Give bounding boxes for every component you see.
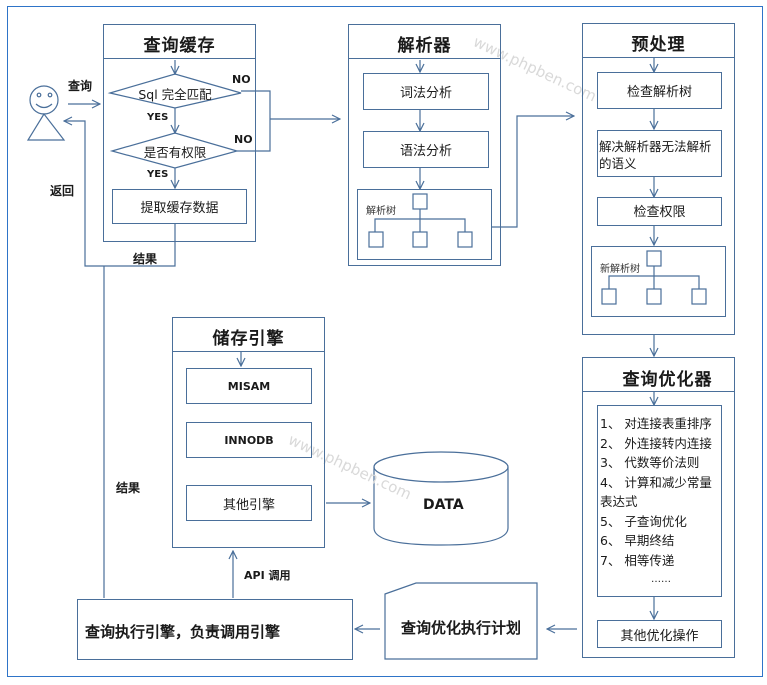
other-optimizations-step: 其他优化操作 bbox=[597, 620, 722, 648]
diagram-frame bbox=[7, 6, 763, 677]
yes-label-2: YES bbox=[147, 169, 169, 180]
executor-result-label: 结果 bbox=[116, 481, 141, 495]
user-actor-icon bbox=[26, 85, 66, 141]
resolve-semantics-label: 解决解析器无法解析的语义 bbox=[599, 139, 712, 171]
optimizer-item: 3、 代数等价法则 bbox=[600, 455, 700, 470]
optimizer-item: 1、 对连接表重排序 bbox=[600, 416, 712, 431]
return-label: 返回 bbox=[50, 184, 75, 198]
query-execution-engine-box bbox=[77, 599, 353, 660]
optimizer-item: …… bbox=[651, 574, 671, 585]
engine-other: 其他引擎 bbox=[186, 485, 312, 521]
storage-engine-header bbox=[172, 317, 325, 352]
execution-plan-label: 查询优化执行计划 bbox=[400, 618, 521, 637]
preprocessor-title: 预处理 bbox=[631, 35, 686, 55]
parser-title: 解析器 bbox=[397, 36, 452, 56]
lexical-analysis-step: 词法分析 bbox=[363, 73, 489, 110]
optimizer-list-box bbox=[597, 405, 722, 597]
optimizer-title: 查询优化器 bbox=[622, 370, 713, 390]
query-cache-title: 查询缓存 bbox=[143, 36, 216, 56]
optimizer-header bbox=[582, 357, 735, 392]
parse-tree-box bbox=[357, 189, 492, 260]
check-permission-step: 检查权限 bbox=[597, 197, 722, 226]
query-cache-header bbox=[103, 24, 256, 59]
fetch-cache-step: 提取缓存数据 bbox=[112, 189, 247, 224]
query-label: 查询 bbox=[68, 79, 93, 93]
api-call-label: API 调用 bbox=[244, 569, 291, 582]
optimizer-item: 2、 外连接转内连接 bbox=[600, 435, 712, 451]
check-parse-tree-step: 检查解析树 bbox=[597, 72, 722, 109]
optimizer-list: 1、 对连接表重排序 2、 外连接转内连接 3、 代数等价法则 4、 计算和减少… bbox=[600, 414, 722, 590]
engine-misam: MISAM bbox=[186, 368, 312, 404]
query-execution-engine-label: 查询执行引擎，负责调用引擎 bbox=[85, 622, 281, 641]
optimizer-item: 4、 计算和减少常量表达式 bbox=[600, 474, 712, 510]
engine-innodb: INNODB bbox=[186, 422, 312, 458]
storage-engine-title: 储存引擎 bbox=[212, 329, 285, 349]
cache-result-label: 结果 bbox=[133, 252, 158, 266]
yes-label-1: YES bbox=[147, 112, 169, 123]
optimizer-item: 5、 子查询优化 bbox=[600, 513, 687, 529]
optimizer-item: 6、 早期终结 bbox=[600, 533, 675, 548]
database-cylinder-icon bbox=[373, 451, 509, 546]
resolve-semantics-step bbox=[597, 130, 722, 177]
parser-header bbox=[348, 24, 501, 59]
data-store-label: DATA bbox=[423, 497, 464, 513]
optimizer-item: 7、 相等传递 bbox=[600, 552, 675, 568]
new-parse-tree-box bbox=[591, 246, 726, 317]
decision-sql-match: Sql 完全匹配 bbox=[138, 86, 212, 102]
new-parse-tree-label: 新解析树 bbox=[600, 264, 640, 275]
syntax-analysis-step: 语法分析 bbox=[363, 131, 489, 168]
no-label-1: NO bbox=[232, 73, 251, 86]
preprocessor-header bbox=[582, 23, 735, 58]
decision-permission: 是否有权限 bbox=[143, 144, 207, 160]
parse-tree-label: 解析树 bbox=[366, 206, 396, 217]
no-label-2: NO bbox=[234, 133, 253, 146]
